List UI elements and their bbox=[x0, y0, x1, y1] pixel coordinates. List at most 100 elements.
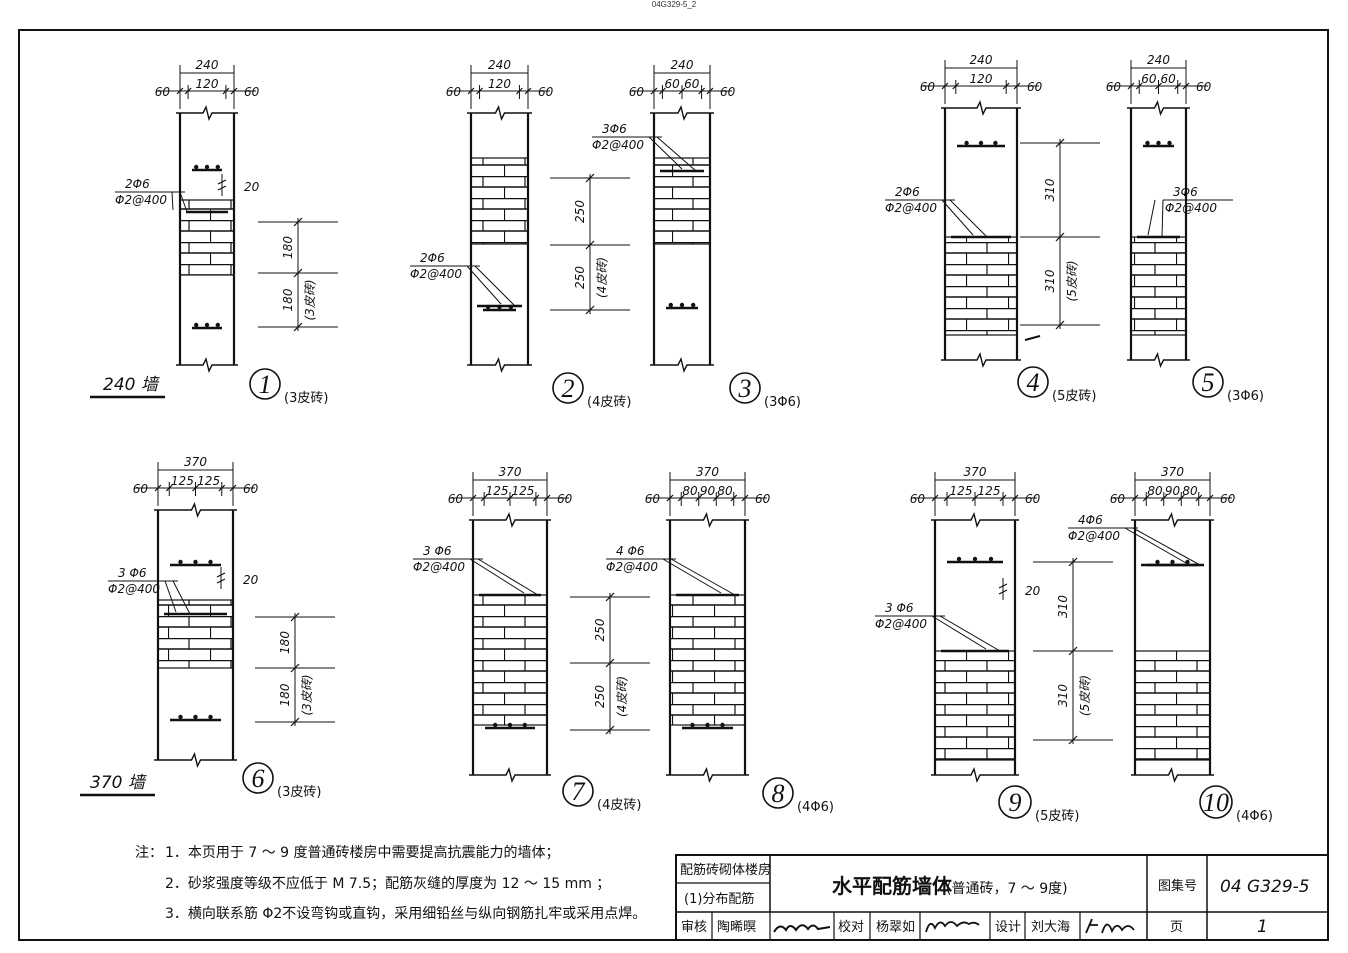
spacing-1: 310 bbox=[1043, 178, 1057, 201]
dim-tick bbox=[741, 494, 749, 502]
dim-tick bbox=[730, 494, 738, 502]
tie-label: Φ2@400 bbox=[606, 560, 658, 574]
detail-desc: (4Φ6) bbox=[1236, 809, 1273, 824]
leader-1 bbox=[670, 558, 736, 596]
rebar-bar-1 bbox=[192, 164, 222, 172]
leader-2 bbox=[662, 558, 722, 594]
dim-side-left: 60 bbox=[446, 85, 462, 99]
detail-desc: (3皮砖) bbox=[277, 785, 321, 800]
dim-tick bbox=[1127, 82, 1135, 90]
tb-reviewer: 陶晞暝 bbox=[717, 919, 756, 935]
rebar-dot bbox=[690, 722, 695, 728]
dim-side-left: 60 bbox=[448, 492, 464, 506]
spacing-note: (4皮砖) bbox=[615, 676, 629, 717]
rebar-label: 4 Φ6 bbox=[616, 544, 645, 558]
dim-mid: 90 bbox=[1165, 484, 1181, 498]
tb-designer: 刘大海 bbox=[1031, 920, 1070, 935]
dim-tick bbox=[480, 494, 488, 502]
detail-circle bbox=[242, 762, 274, 794]
rebar-dot bbox=[194, 322, 199, 328]
detail-desc: (3皮砖) bbox=[284, 391, 328, 406]
gap-dimension: 20 bbox=[217, 174, 260, 196]
detail-desc: (5皮砖) bbox=[1035, 809, 1079, 824]
detail-no: 2 bbox=[562, 374, 575, 403]
spacing-1: 250 bbox=[593, 618, 607, 641]
tb-page-no: 1 bbox=[1257, 917, 1268, 937]
rebar-dot bbox=[679, 302, 685, 308]
tb-category: 配筋砖砌体楼房 bbox=[680, 862, 771, 878]
gap-dimension: 20 bbox=[216, 567, 259, 589]
spacing-note: (5皮砖) bbox=[1078, 675, 1092, 716]
dim-tick bbox=[1206, 494, 1214, 502]
spacing-note: (3皮砖) bbox=[303, 280, 317, 321]
rebar-label: 4Φ6 bbox=[1078, 513, 1103, 527]
dim-tick bbox=[712, 494, 720, 502]
dim-tick bbox=[467, 87, 475, 95]
dim-side-right: 60 bbox=[1027, 80, 1043, 94]
leader-1 bbox=[477, 558, 539, 596]
rebar-bar-1 bbox=[947, 556, 1003, 564]
dim-tick bbox=[524, 87, 532, 95]
rebar-label: 2Φ6 bbox=[895, 185, 920, 199]
tie-label: Φ2@400 bbox=[1068, 529, 1120, 543]
dim-mid: 125 bbox=[171, 474, 194, 488]
dim-tick bbox=[695, 494, 703, 502]
spacing-2: 310 bbox=[1056, 684, 1070, 707]
dim-side-left: 60 bbox=[1110, 492, 1126, 506]
tb-atlas-no: 04 G329-5 bbox=[1220, 877, 1310, 897]
dim-total: 240 bbox=[196, 58, 219, 72]
spacing-note: (3皮砖) bbox=[300, 675, 314, 716]
rebar-dot bbox=[993, 140, 998, 146]
note-2: 2．砂浆强度等级不应低于 M 7.5；配筋灰缝的厚度为 12 ～ 15 mm ； bbox=[165, 875, 610, 892]
detail-number: 9 (5皮砖) bbox=[998, 785, 1079, 824]
leader-1 bbox=[172, 580, 191, 615]
dim-tick bbox=[1131, 494, 1139, 502]
detail-circle bbox=[1199, 785, 1233, 819]
dim-tick bbox=[1195, 494, 1203, 502]
dim-total: 240 bbox=[1147, 53, 1170, 67]
break-line-top bbox=[176, 104, 238, 122]
tie-label: Φ2@400 bbox=[875, 617, 927, 631]
rebar-dot bbox=[208, 559, 213, 565]
detail-number: 7(4皮砖) bbox=[562, 775, 641, 813]
tb-checker: 杨翠如 bbox=[876, 919, 915, 935]
dim-mid: 60 bbox=[665, 77, 681, 91]
detail-circle bbox=[552, 372, 584, 404]
break-line-bottom bbox=[176, 356, 238, 374]
dim-tick bbox=[1013, 82, 1021, 90]
dim-mid: 125 bbox=[978, 484, 1001, 498]
rebar-dot bbox=[493, 722, 498, 728]
dim-side-left: 60 bbox=[1106, 80, 1122, 94]
detail-number: 5(3Φ6) bbox=[1192, 366, 1264, 404]
spacing-1: 180 bbox=[281, 236, 295, 259]
dim-mid: 80 bbox=[1147, 484, 1163, 498]
dim-mid: 60 bbox=[1160, 72, 1176, 86]
break-line-top bbox=[469, 511, 551, 529]
note-1: 1．本页用于 7 ～ 9 度普通砖楼房中需要提高抗震能力的墙体； bbox=[165, 844, 560, 861]
rebar-label: 3 Φ6 bbox=[118, 566, 147, 580]
detail-no: 4 bbox=[1027, 368, 1040, 397]
dim-side-right: 60 bbox=[1220, 492, 1236, 506]
rebar-dot bbox=[956, 556, 962, 562]
rebar-dot bbox=[522, 722, 527, 728]
dim-tick bbox=[192, 484, 199, 492]
rebar-dot bbox=[1185, 559, 1190, 565]
dim-tick bbox=[650, 87, 658, 95]
detail-no: 9 bbox=[1009, 788, 1022, 817]
dim-mid: 80 bbox=[682, 484, 698, 498]
dim-mid: 125 bbox=[511, 484, 534, 498]
detail-desc: (3Φ6) bbox=[1227, 389, 1264, 404]
dim-mid: 60 bbox=[1141, 72, 1157, 86]
dim-mid: 120 bbox=[488, 77, 511, 91]
